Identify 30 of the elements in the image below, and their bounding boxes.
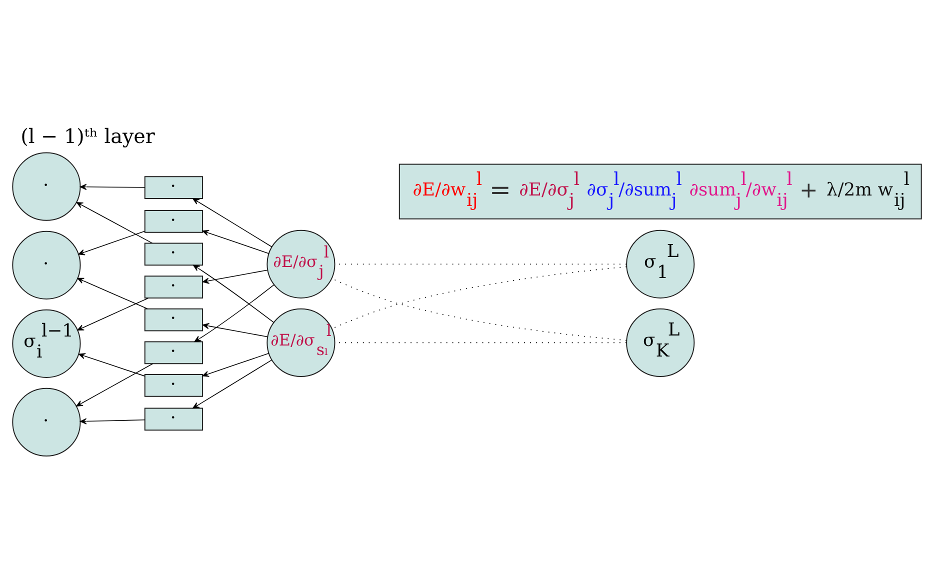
arrow <box>193 264 274 323</box>
node-circle: · <box>12 230 81 300</box>
node-box: · <box>144 210 204 233</box>
node-box: · <box>144 276 204 298</box>
arrow <box>78 353 145 376</box>
node-box: · <box>144 242 204 266</box>
node-circle: · <box>12 388 81 457</box>
arrow <box>80 184 145 190</box>
node-box: · <box>144 341 204 364</box>
arrow <box>192 198 272 248</box>
arrow <box>77 298 149 330</box>
arrow <box>77 278 148 310</box>
connector <box>332 278 627 341</box>
arrow <box>76 202 153 244</box>
arrow <box>194 284 275 342</box>
arrow <box>192 360 272 409</box>
node-circle: · <box>12 152 81 221</box>
diagram-title: (l − 1)ᵗʰ layer <box>20 124 155 148</box>
arrow <box>80 418 145 424</box>
node-box: · <box>144 374 204 397</box>
arrow <box>202 323 268 338</box>
arrow <box>76 363 154 406</box>
arrow <box>78 230 145 256</box>
arrow <box>202 270 268 284</box>
arrow <box>202 352 270 377</box>
node-box: · <box>144 408 204 431</box>
node-box: · <box>144 308 204 332</box>
arrow <box>202 230 270 254</box>
connector <box>332 266 627 330</box>
node-box: · <box>144 176 204 200</box>
